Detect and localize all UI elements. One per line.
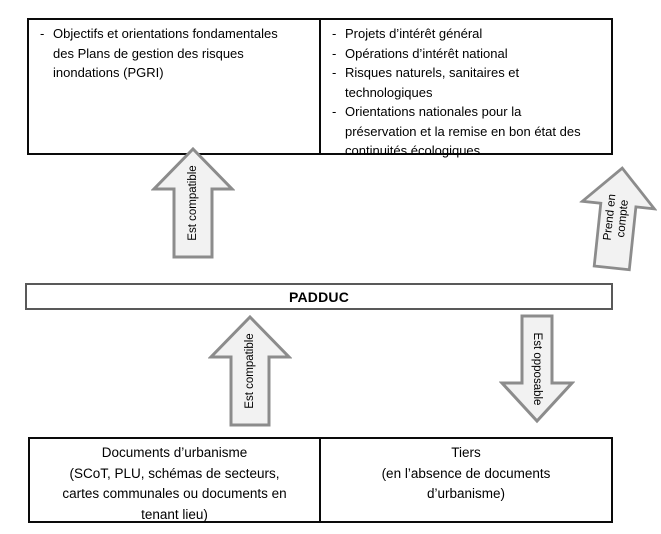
- up-arrow-icon: [151, 146, 235, 259]
- list-item: - Objectifs et orientations fondamentale…: [40, 24, 301, 83]
- arrow-label: Est compatible: [187, 165, 199, 241]
- bullet-text: Risques naturels, sanitaires et technolo…: [345, 65, 520, 100]
- bullet-dash: -: [332, 104, 337, 119]
- arrow-up-prend-en-compte: Prend en compte: [572, 155, 661, 281]
- bullet-text: Projets d’intérêt général: [345, 26, 483, 41]
- national-interests-bullet-list: - Projets d’intérêt général - Opérations…: [321, 20, 611, 161]
- list-item: - Projets d’intérêt général: [332, 24, 593, 44]
- bullet-dash: -: [332, 45, 337, 61]
- box-subtitle: (en l’absence de documents d’urbanisme): [381, 465, 551, 502]
- box-title: Tiers: [451, 445, 481, 460]
- box-title: Documents d’urbanisme: [101, 445, 248, 460]
- bullet-text: Orientations nationales pour la préserva…: [345, 104, 581, 158]
- box-national-interests: - Projets d’intérêt général - Opérations…: [321, 20, 611, 158]
- arrow-down-est-opposable: Est opposable: [499, 313, 575, 424]
- up-arrow-icon: [208, 314, 292, 427]
- bullet-text: Opérations d’intérêt national: [345, 45, 508, 61]
- pgri-bullet-list: - Objectifs et orientations fondamentale…: [29, 20, 319, 83]
- bullet-dash: -: [332, 65, 337, 80]
- arrow-up-est-compatible-top: Est compatible: [151, 146, 235, 260]
- box-pgri: - Objectifs et orientations fondamentale…: [29, 20, 321, 153]
- padduc-bar: PADDUC: [25, 283, 613, 310]
- top-boxes-row: - Objectifs et orientations fondamentale…: [27, 18, 613, 158]
- bullet-dash: -: [40, 26, 45, 41]
- bullet-text: Objectifs et orientations fondamentales …: [53, 26, 278, 80]
- up-arrow-icon: [578, 166, 658, 272]
- list-item: - Orientations nationales pour la préser…: [332, 102, 593, 161]
- bullet-dash: -: [332, 26, 337, 41]
- box-subtitle: (SCoT, PLU, schémas de secteurs, cartes …: [62, 465, 287, 522]
- arrow-label: Est opposable: [531, 332, 543, 405]
- box-documents-urbanisme: Documents d’urbanisme (SCoT, PLU, schéma…: [30, 439, 321, 522]
- bottom-boxes-row: Documents d’urbanisme (SCoT, PLU, schéma…: [28, 437, 613, 523]
- down-arrow-icon: [499, 314, 575, 424]
- box-tiers: Tiers (en l’absence de documents d’urban…: [321, 439, 611, 521]
- list-item: - Risques naturels, sanitaires et techno…: [332, 63, 593, 102]
- arrow-up-est-compatible-bottom: Est compatible: [208, 313, 292, 429]
- list-item: - Opérations d’intérêt national: [332, 44, 593, 64]
- padduc-label: PADDUC: [288, 288, 350, 305]
- arrow-label: Est compatible: [244, 333, 256, 409]
